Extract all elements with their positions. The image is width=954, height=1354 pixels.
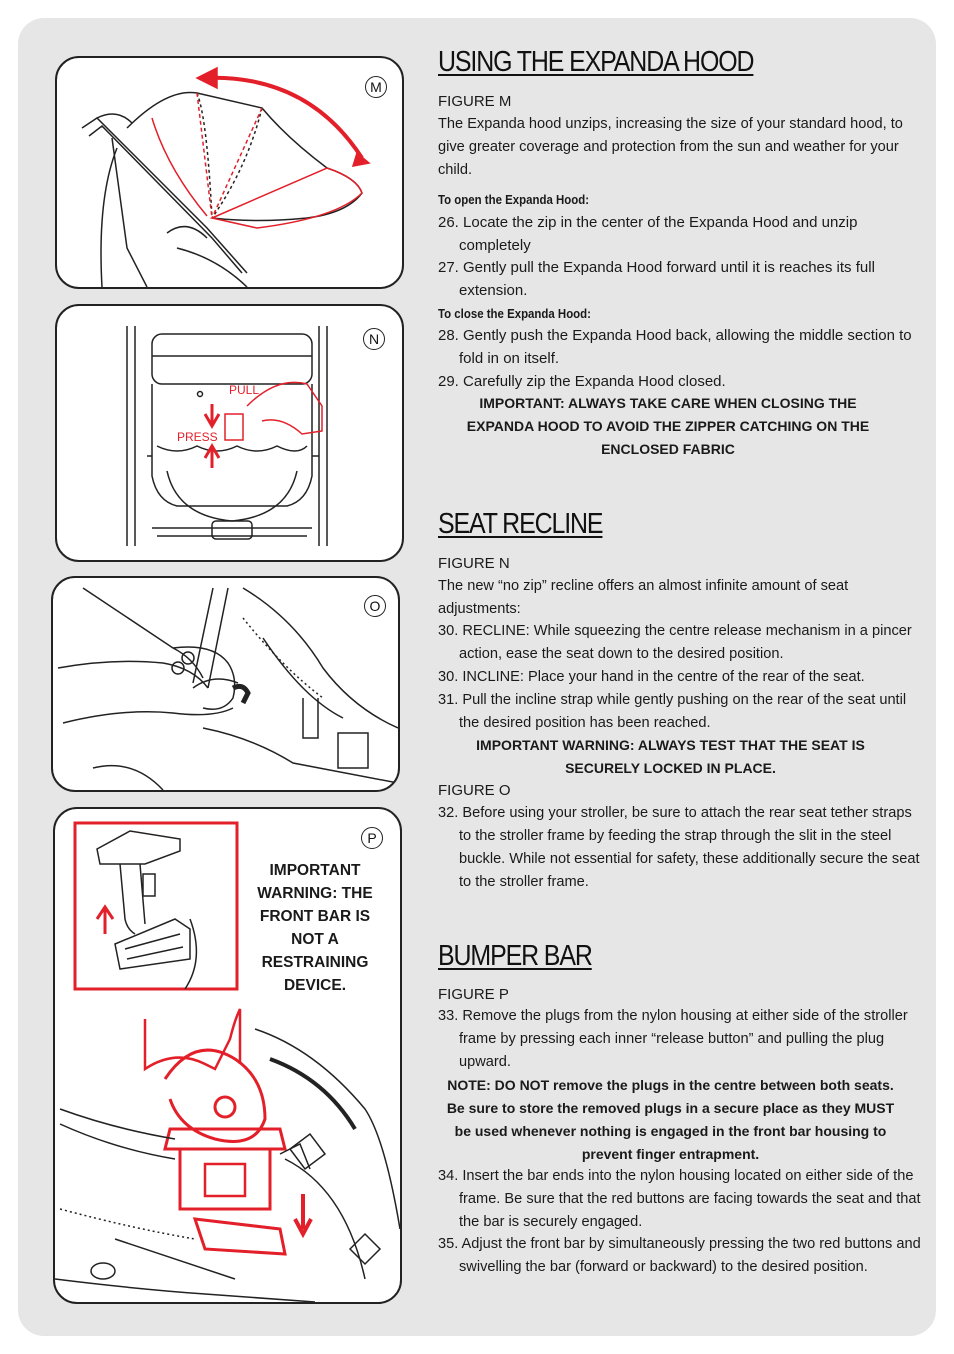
press-label: PRESS (177, 430, 218, 444)
figure-p-badge: P (361, 827, 383, 849)
figure-p-illustration: P IMPORTANT WARNING: THE FRONT BAR IS NO… (53, 807, 402, 1304)
step-34: 34. Insert the bar ends into the nylon h… (438, 1168, 921, 1230)
step-31: 31. Pull the incline strap while gently … (438, 692, 907, 731)
bumper-note: NOTE: DO NOT remove the plugs in the cen… (446, 1077, 895, 1162)
tether-strap-drawing (57, 587, 398, 790)
section-title-expanda-hood: USING THE EXPANDA HOOD (438, 46, 755, 78)
step-35: 35. Adjust the front bar by simultaneous… (438, 1236, 921, 1275)
bumper-bar-drawing (55, 821, 400, 1302)
step-28: 28. Gently push the Expanda Hood back, a… (438, 327, 912, 367)
step-33: 33. Remove the plugs from the nylon hous… (438, 1008, 908, 1070)
figure-o-label: FIGURE O (438, 782, 511, 799)
step-30-incline: 30. INCLINE: Place your hand in the cent… (438, 669, 865, 685)
figure-n-badge: N (363, 328, 385, 350)
recline-intro: The new “no zip” recline offers an almos… (438, 578, 849, 617)
hood-intro: The Expanda hood unzips, increasing the … (438, 116, 903, 178)
step-29: 29. Carefully zip the Expanda Hood close… (438, 373, 726, 390)
figure-p-label: FIGURE P (438, 986, 509, 1003)
figure-m-illustration: M (55, 56, 404, 289)
hood-drawing (81, 66, 371, 287)
pull-label: PULL (229, 383, 260, 397)
seat-recline-drawing (126, 326, 328, 546)
step-26: 26. Locate the zip in the center of the … (438, 214, 858, 254)
step-27: 27. Gently pull the Expanda Hood forward… (438, 259, 875, 299)
figure-o-badge: O (364, 595, 386, 617)
section-title-seat-recline: SEAT RECLINE (438, 508, 604, 540)
hood-important-note: IMPORTANT: ALWAYS TAKE CARE WHEN CLOSING… (466, 395, 870, 457)
close-hood-heading: To close the Expanda Hood: (438, 306, 591, 321)
open-hood-heading: To open the Expanda Hood: (438, 192, 590, 207)
figure-o-illustration: O (51, 576, 400, 792)
figure-m-badge: M (365, 76, 387, 98)
figure-m-label: FIGURE M (438, 93, 512, 110)
figure-n-label: FIGURE N (438, 555, 510, 572)
step-32: 32. Before using your stroller, be sure … (438, 805, 920, 890)
section-title-bumper-bar: BUMPER BAR (438, 940, 593, 972)
figure-n-illustration: PULL PRESS N (55, 304, 404, 562)
step-30-recline: 30. RECLINE: While squeezing the centre … (438, 623, 912, 662)
front-bar-warning: IMPORTANT WARNING: THE FRONT BAR IS NOT … (257, 862, 373, 994)
recline-important-warning: IMPORTANT WARNING: ALWAYS TEST THAT THE … (476, 737, 865, 776)
